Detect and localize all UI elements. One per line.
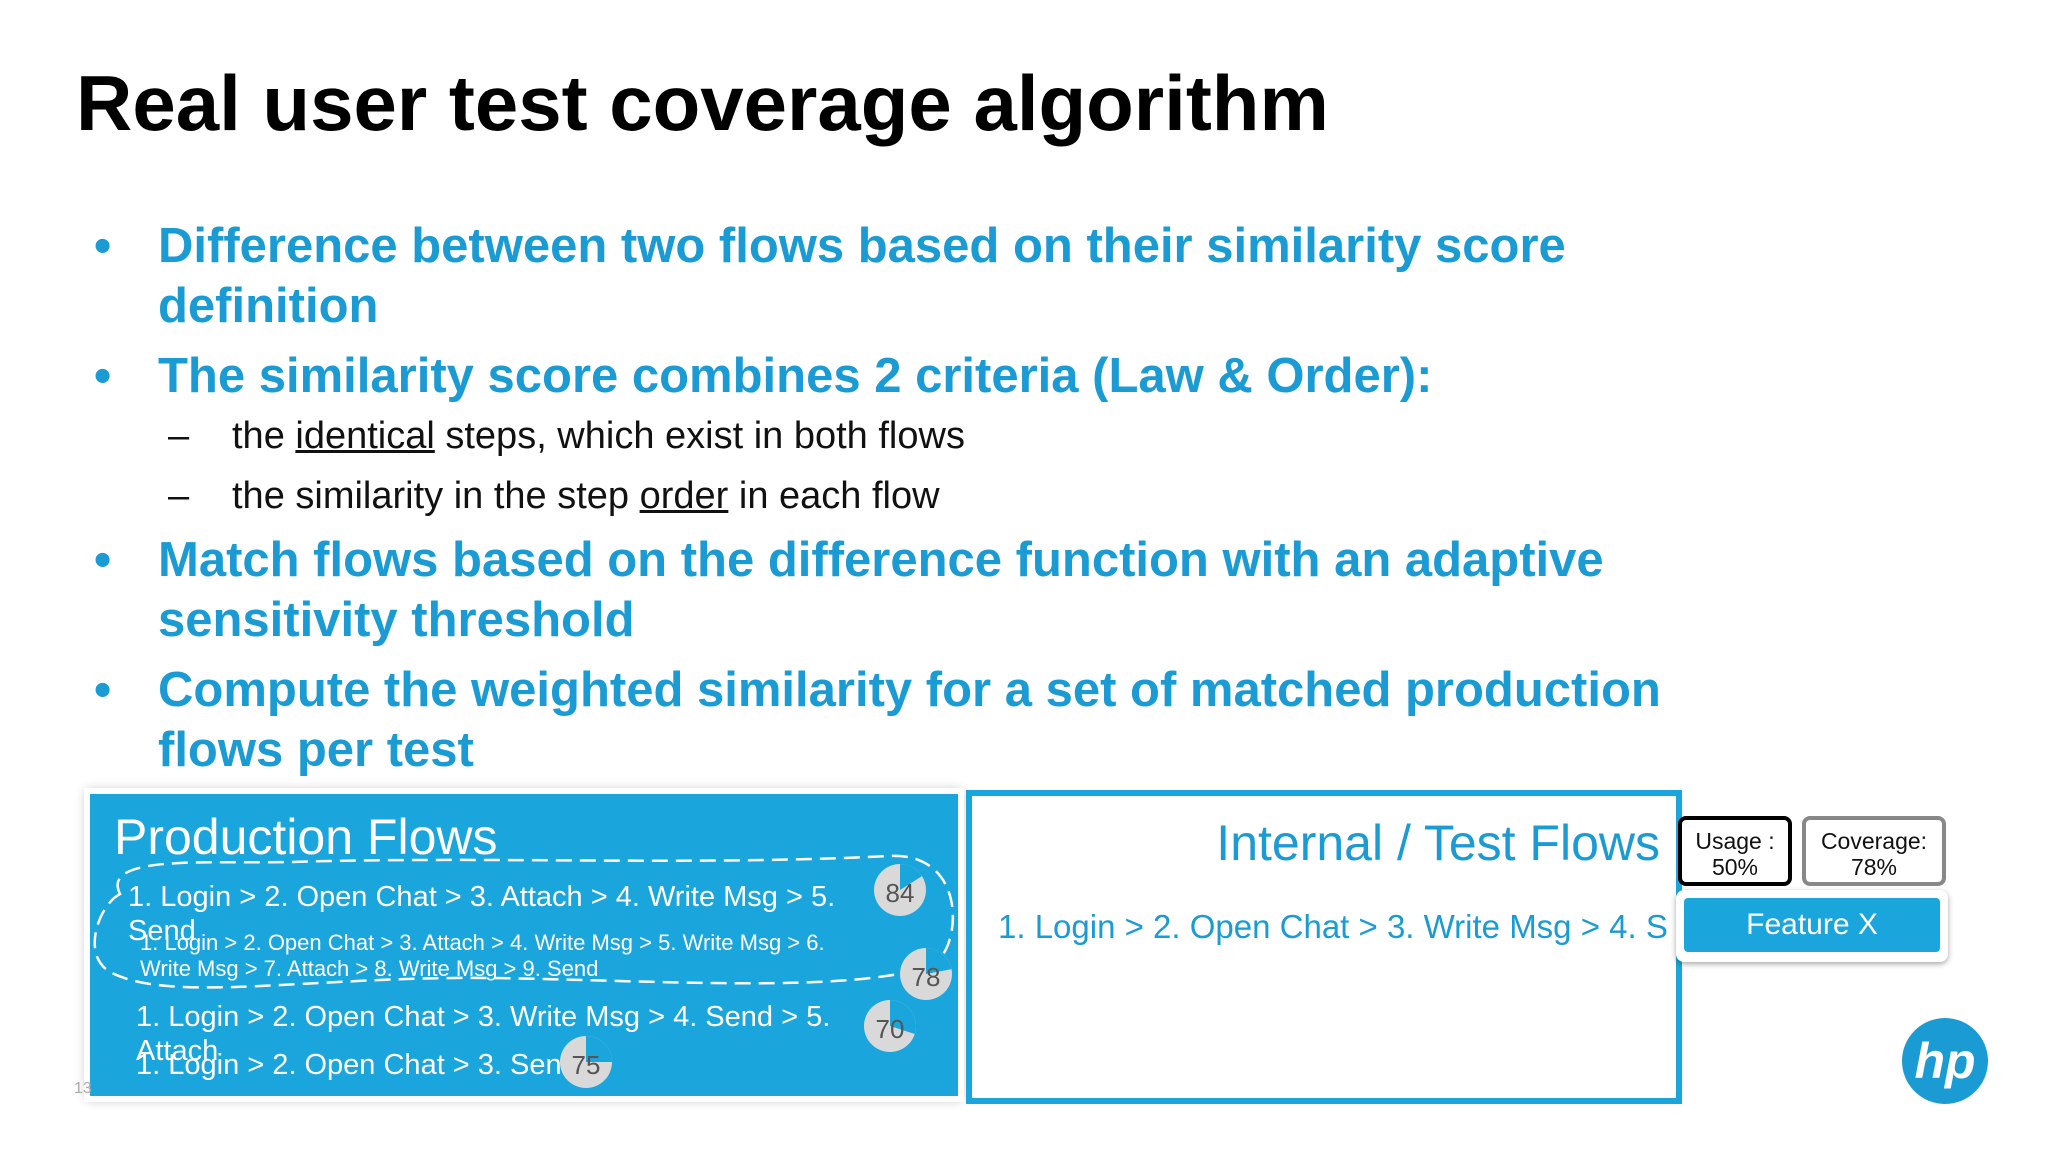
production-flow-1: 1. Login > 2. Open Chat > 3. Attach > 4.… [128,881,836,947]
bullet-dot: • [94,349,112,403]
sub-bullet-dash: – [168,475,190,517]
sub-bullet-order: – the similarity in the step order in ea… [94,466,1794,526]
score-pie-empty-wedge [926,948,952,974]
bullet-dot: • [94,663,112,717]
slide-number: 13 [74,1080,92,1097]
bullet-weighted-similarity: • Compute the weighted similarity for a … [94,660,1794,780]
score-pie-empty-wedge [890,1000,916,1035]
production-flow-3: 1. Login > 2. Open Chat > 3. Write Msg >… [136,1001,831,1067]
bullet-text: Match flows based on the difference func… [158,533,1604,587]
test-flow: 1. Login > 2. Open Chat > 3. Write Msg >… [998,908,1668,945]
similarity-score-badge: 70 [862,998,918,1054]
sub-text: the [232,415,296,457]
score-value: 78 [911,962,941,992]
bullet-text: The similarity score combines 2 criteria… [158,349,1433,403]
bullet-text: Difference between two flows based on th… [158,219,1566,273]
sub-text: steps, which exist in both flows [434,415,965,457]
score-pie-empty-wedge [900,864,922,890]
score-pie-icon [864,1000,916,1052]
bullet-dot: • [94,533,112,587]
bullet-list: • Difference between two flows based on … [94,216,1794,780]
bullet-text: flows per test [158,723,474,777]
slide-title: Real user test coverage algorithm [76,59,1329,147]
score-value: 70 [875,1014,905,1044]
similarity-score-badge: 78 [898,946,954,1002]
production-flows-panel: Production Flows 1. Login > 2. Open Chat… [90,794,958,1096]
test-flows-panel: Internal / Test Flows 1. Login > 2. Open… [966,790,1682,1104]
hp-logo-icon: hp [1902,1018,1988,1104]
score-pie-icon [874,864,926,916]
sub-text-underlined: identical [295,415,435,457]
bullet-text: sensitivity threshold [158,593,635,647]
bullet-difference: • Difference between two flows based on … [94,216,1794,336]
score-value: 84 [885,878,915,908]
sub-text: the similarity in the step [232,475,640,517]
production-flow-4: 1. Login > 2. Open Chat > 3. Send [136,1049,578,1081]
bullet-dot: • [94,219,112,273]
score-pie-empty-wedge [586,1036,612,1062]
bullet-match-flows: • Match flows based on the difference fu… [94,530,1794,650]
feature-card: Feature X [1676,890,1948,962]
production-flow-2: 1. Login > 2. Open Chat > 3. Attach > 4.… [140,930,825,981]
feature-label: Feature X [1684,898,1940,952]
usage-badge: Usage : 50% [1678,816,1792,886]
sub-text-underlined: order [639,475,729,517]
score-pie-icon [560,1036,612,1088]
production-flows-title: Production Flows [114,809,498,865]
sub-bullet-identical: – the identical steps, which exist in bo… [94,406,1794,466]
bullet-text: definition [158,279,379,333]
bullet-text: Compute the weighted similarity for a se… [158,663,1661,717]
test-flows-title: Internal / Test Flows [1216,815,1660,871]
similarity-score-badge: 75 [558,1034,614,1090]
sub-bullet-dash: – [168,415,190,457]
hp-logo-text: hp [1914,1033,1975,1089]
bullet-similarity-score: • The similarity score combines 2 criter… [94,346,1794,406]
sub-text: in each flow [728,475,940,517]
similarity-score-badge: 84 [872,862,928,918]
score-value: 75 [571,1050,601,1080]
score-pie-icon [900,948,952,1000]
coverage-badge: Coverage: 78% [1802,816,1946,886]
